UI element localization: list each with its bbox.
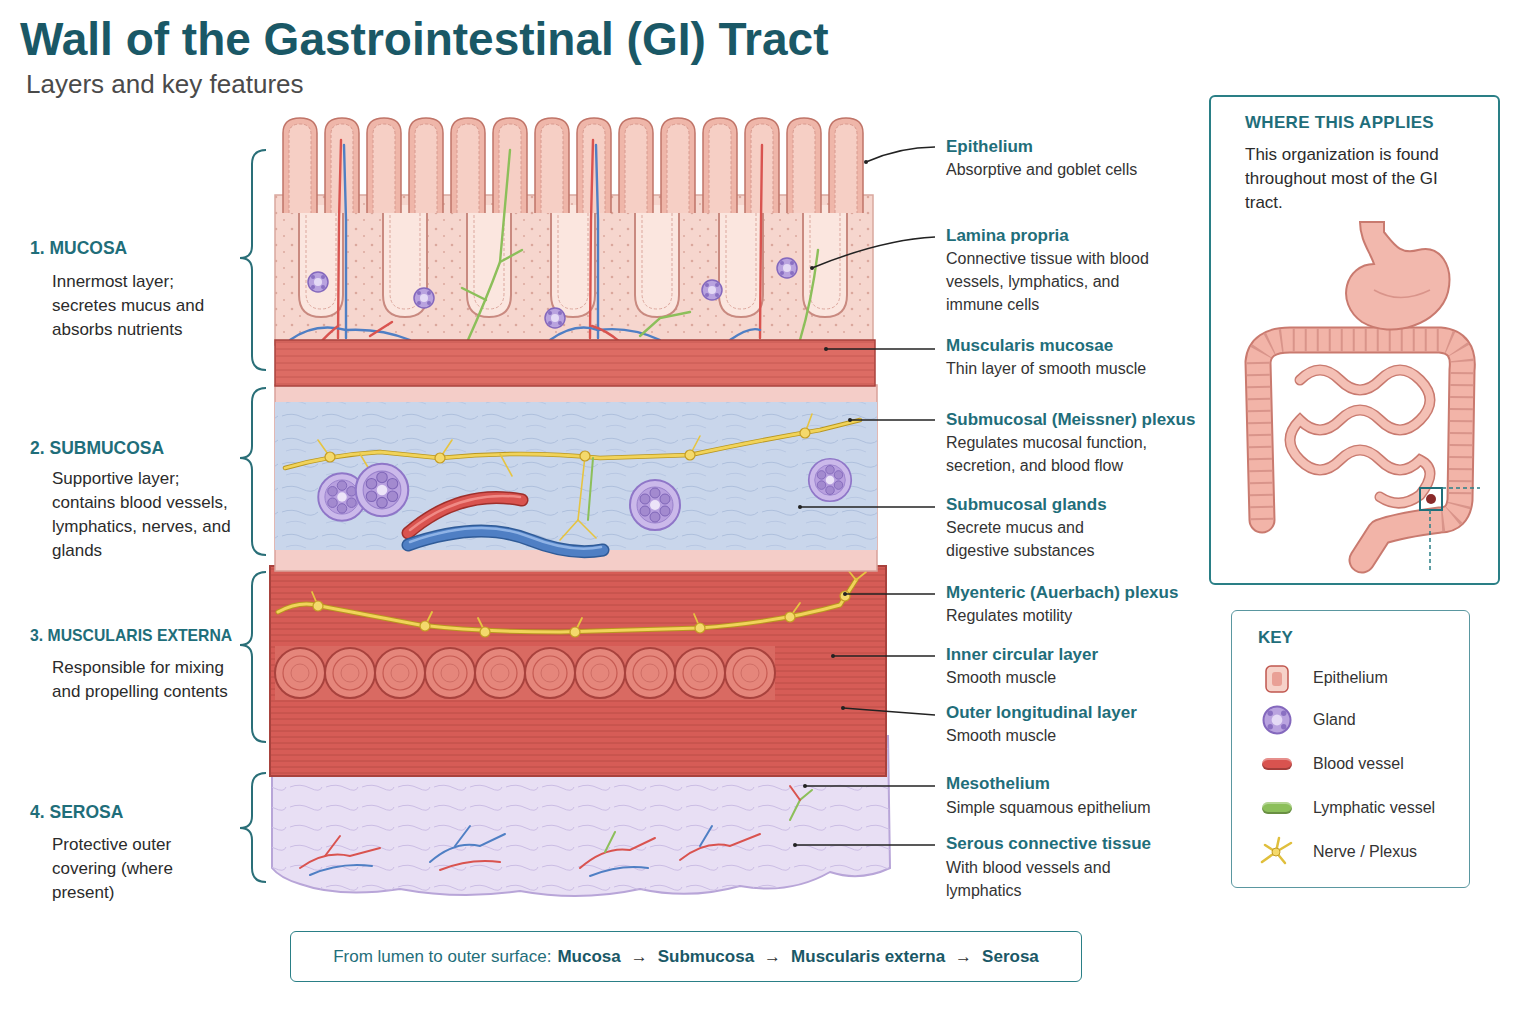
- part-description: Simple squamous epithelium: [946, 796, 1186, 819]
- part-name: Epithelium: [946, 136, 1033, 158]
- sequence-term: Submucosa: [658, 946, 754, 968]
- sequence-row: From lumen to outer surface: Mucosa → Submu…: [291, 932, 1081, 981]
- part-description: Secrete mucus and digestive substances: [946, 516, 1146, 562]
- mucosa-layer: [275, 118, 875, 386]
- legend-text: Blood vessel: [1313, 753, 1404, 775]
- part-name: Submucosal (Meissner) plexus: [946, 409, 1195, 431]
- legend-swatch: [1262, 758, 1292, 770]
- key-samples: [1262, 666, 1291, 863]
- part-name: Lamina propria: [946, 225, 1069, 247]
- layer-heading: 1. MUCOSA: [30, 237, 127, 259]
- gi-tract-overview: [1258, 222, 1480, 572]
- info-panel: WHERE THIS APPLIES This organization is f…: [1209, 95, 1500, 585]
- layer-description: Innermost layer; secretes mucus and abso…: [52, 270, 237, 342]
- key-heading: KEY: [1258, 627, 1293, 649]
- sequence-term: Serosa: [982, 946, 1039, 968]
- subtitle: Layers and key features: [26, 68, 304, 100]
- layer-heading: 3. MUSCULARIS EXTERNA: [30, 625, 232, 647]
- legend-text: Nerve / Plexus: [1313, 841, 1417, 863]
- layer-brackets: [240, 150, 266, 882]
- legend-text: Lymphatic vessel: [1313, 797, 1435, 819]
- legend-swatch: [1262, 802, 1292, 814]
- page-title: Wall of the Gastrointestinal (GI) Tract: [20, 12, 829, 66]
- part-name: Inner circular layer: [946, 644, 1098, 666]
- muscularis-externa-layer: [270, 566, 886, 776]
- part-description: Regulates mucosal function, secretion, a…: [946, 431, 1161, 477]
- legend-text: Gland: [1313, 709, 1356, 731]
- sequence-text: From lumen to outer surface:: [333, 946, 551, 968]
- layer-description: Protective outer covering (where present…: [52, 833, 237, 905]
- layer-description: Responsible for mixing and propelling co…: [52, 656, 237, 704]
- layer-heading: 4. SEROSA: [30, 801, 123, 823]
- part-name: Serous connective tissue: [946, 833, 1151, 855]
- part-name: Mesothelium: [946, 773, 1050, 795]
- sequence-term: Mucosa: [557, 946, 620, 968]
- part-description: Smooth muscle: [946, 666, 1176, 689]
- sequence-term: Muscularis externa: [791, 946, 945, 968]
- part-description: Thin layer of smooth muscle: [946, 357, 1176, 380]
- part-name: Myenteric (Auerbach) plexus: [946, 582, 1178, 604]
- legend-text: Epithelium: [1313, 667, 1388, 689]
- part-name: Submucosal glands: [946, 494, 1107, 516]
- panel-text: This organization is found throughout mo…: [1245, 143, 1475, 215]
- part-name: Muscularis mucosae: [946, 335, 1113, 357]
- part-description: Smooth muscle: [946, 724, 1176, 747]
- part-description: Absorptive and goblet cells: [946, 158, 1146, 181]
- layer-heading: 2. SUBMUCOSA: [30, 437, 164, 459]
- sequence-arrow: →: [955, 946, 972, 968]
- sequence-box: From lumen to outer surface: Mucosa → Submu…: [290, 931, 1082, 982]
- part-description: Connective tissue with blood vessels, ly…: [946, 247, 1151, 316]
- part-description: With blood vessels and lymphatics: [946, 856, 1136, 902]
- submucosa-layer: [275, 385, 877, 571]
- layer-description: Supportive layer; contains blood vessels…: [52, 467, 237, 563]
- part-description: Regulates motility: [946, 604, 1176, 627]
- sequence-arrow: →: [631, 946, 648, 968]
- leader-lines: [795, 147, 935, 845]
- panel-heading: WHERE THIS APPLIES: [1245, 112, 1434, 134]
- sequence-arrow: →: [764, 946, 781, 968]
- part-name: Outer longitudinal layer: [946, 702, 1137, 724]
